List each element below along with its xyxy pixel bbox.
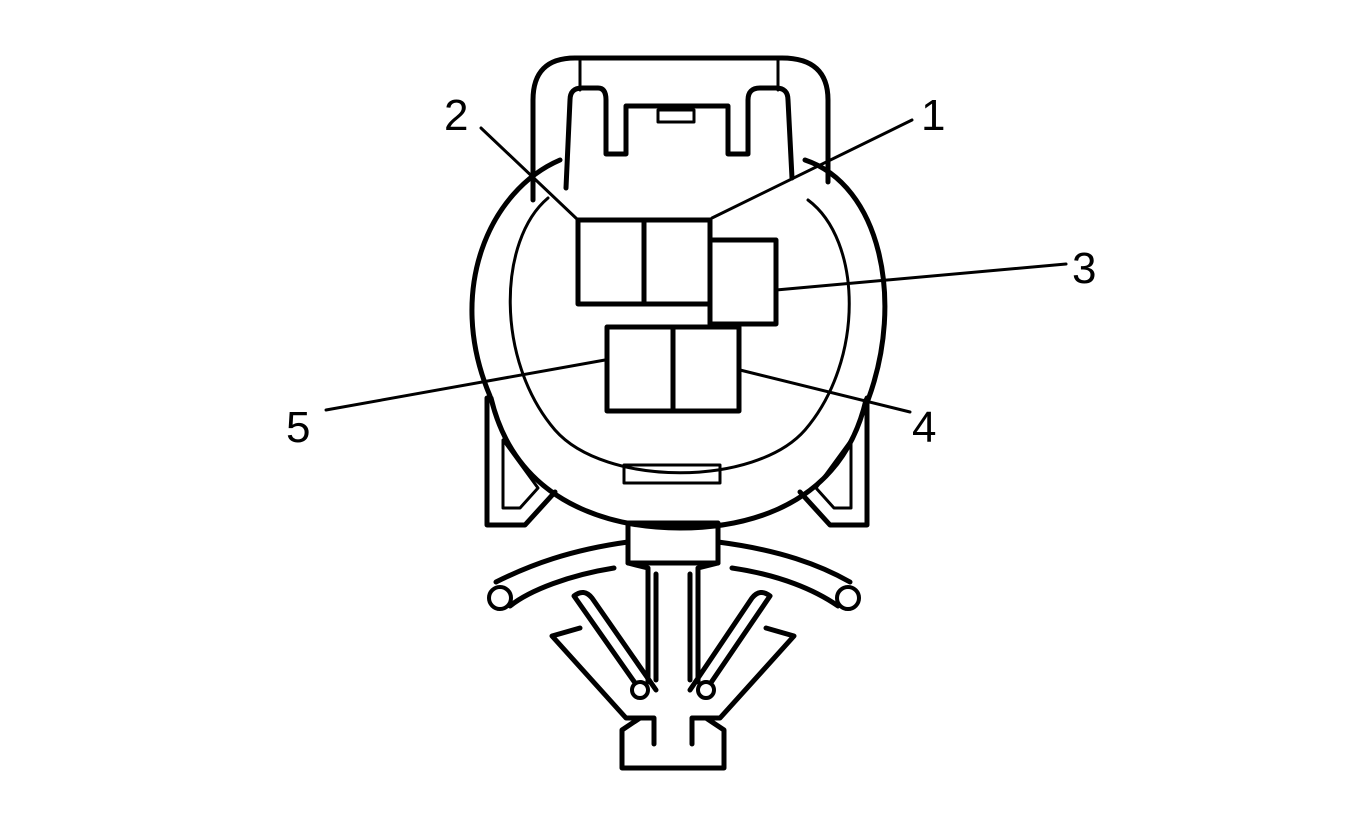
leader-lines [324, 118, 1068, 414]
leader-line-3 [774, 262, 1068, 292]
side-ribs [484, 395, 870, 528]
cavity-label-1: 1 [921, 91, 945, 140]
cavity-label-4: 4 [912, 403, 936, 452]
cavity-3 [707, 237, 779, 327]
cavity-4 [670, 324, 742, 414]
cavity-label-5: 5 [286, 403, 310, 452]
leader-line-1 [710, 118, 914, 220]
locking-tab [530, 55, 831, 203]
connector-body [469, 157, 888, 531]
retainer-clip [487, 520, 861, 771]
cavity-5 [604, 324, 676, 414]
leader-line-4 [738, 368, 912, 414]
cavity-label-2: 2 [444, 91, 468, 140]
leader-line-2 [479, 126, 580, 222]
leader-line-5 [324, 358, 607, 412]
terminal-cavities [575, 217, 779, 414]
cavity-2 [575, 217, 647, 307]
cavity-1 [641, 217, 713, 307]
cavity-label-3: 3 [1072, 244, 1096, 293]
cavity-labels: 1 2 3 4 5 [286, 91, 1096, 452]
